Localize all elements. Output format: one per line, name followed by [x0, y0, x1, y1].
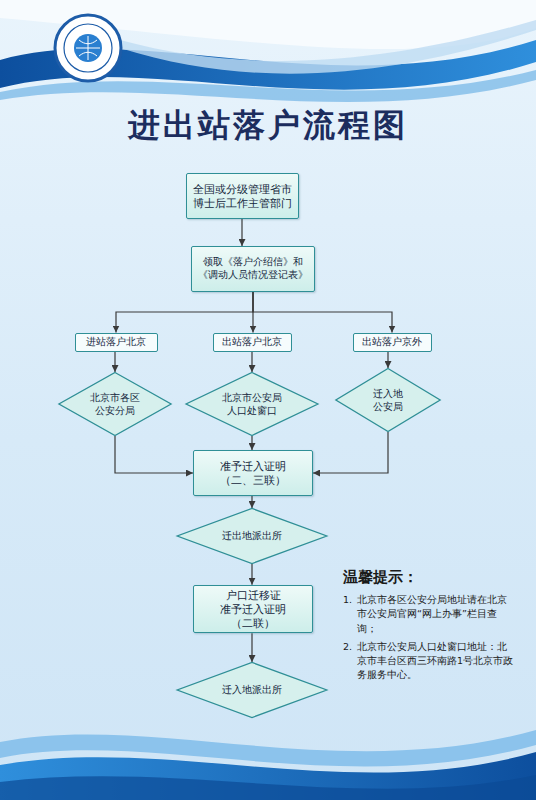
- note-number: 1.: [343, 593, 357, 636]
- node-text: 出站落户北京: [222, 336, 282, 349]
- decision-diamond: 迁出地派出所: [176, 508, 328, 564]
- flow-arrow: [115, 436, 193, 473]
- process-box: 领取《落户介绍信》和 《调动人员情况登记表》: [191, 246, 315, 292]
- note-text: 北京市各区公安分局地址请在北京市公安局官网“网上办事”栏目查询；: [357, 593, 515, 636]
- top-wave-thin: [120, 20, 536, 74]
- process-box: 户口迁移证 准予迁入证明（二联）: [193, 585, 313, 634]
- process-box: 全国或分级管理省市 博士后工作主管部门: [186, 173, 299, 219]
- note-text: 北京市公安局人口处窗口地址：北京市丰台区西三环南路1号北京市政务服务中心。: [357, 640, 515, 683]
- flow-arrow: [251, 436, 252, 450]
- flow-arrow: [251, 633, 252, 662]
- node-text: 领取《落户介绍信》和 《调动人员情况登记表》: [198, 256, 308, 282]
- logo-lines: [76, 36, 100, 60]
- node-text: 准予迁入证明 （二、三联）: [220, 459, 286, 487]
- node-text: 户口迁移证 准予迁入证明（二联）: [220, 588, 286, 631]
- flow-arrow: [251, 564, 252, 585]
- note-number: 2.: [343, 640, 357, 683]
- bottom-wave: [0, 752, 536, 800]
- decision-diamond: 北京市各区 公安分局: [58, 372, 172, 436]
- diamond-outline: [335, 368, 441, 432]
- decision-diamond: 迁入地 公安局: [335, 368, 441, 432]
- logo-inner-ring: [64, 24, 112, 72]
- node-text: 进站落户北京: [86, 336, 146, 349]
- decision-diamond: 北京市公安局 人口处窗口: [185, 372, 319, 436]
- diamond-outline: [58, 372, 172, 436]
- node-text: 全国或分级管理省市 博士后工作主管部门: [193, 182, 292, 210]
- node-text: 迁入地派出所: [222, 683, 282, 697]
- node-text: 北京市各区 公安分局: [90, 391, 140, 418]
- logo: [55, 15, 121, 81]
- node-text: 北京市公安局 人口处窗口: [222, 391, 282, 418]
- flow-arrow: [313, 432, 388, 473]
- decision-diamond: 迁入地派出所: [176, 662, 328, 718]
- flow-arrow: [114, 352, 115, 373]
- branch-box: 出站落户北京: [213, 333, 292, 352]
- branch-box: 进站落户北京: [75, 333, 158, 352]
- note-heading: 温馨提示：: [343, 568, 515, 587]
- node-text: 迁出地派出所: [222, 529, 282, 543]
- node-text: 迁入地 公安局: [373, 387, 403, 414]
- process-box: 准予迁入证明 （二、三联）: [193, 450, 313, 496]
- diamond-outline: [185, 372, 319, 436]
- flow-arrow: [387, 352, 388, 369]
- flow-arrow: [253, 292, 392, 333]
- logo-ring: [55, 15, 121, 81]
- flow-arrow: [251, 352, 252, 373]
- flow-arrow: [251, 496, 252, 508]
- logo-globe: [74, 34, 102, 62]
- bottom-wave-dark: [0, 775, 536, 800]
- node-text: 出站落户京外: [362, 336, 422, 349]
- branch-box: 出站落户京外: [353, 333, 432, 352]
- diagram-title: 进出站落户流程图: [128, 106, 408, 144]
- flow-arrow: [116, 292, 253, 333]
- flow-arrow: [241, 219, 242, 246]
